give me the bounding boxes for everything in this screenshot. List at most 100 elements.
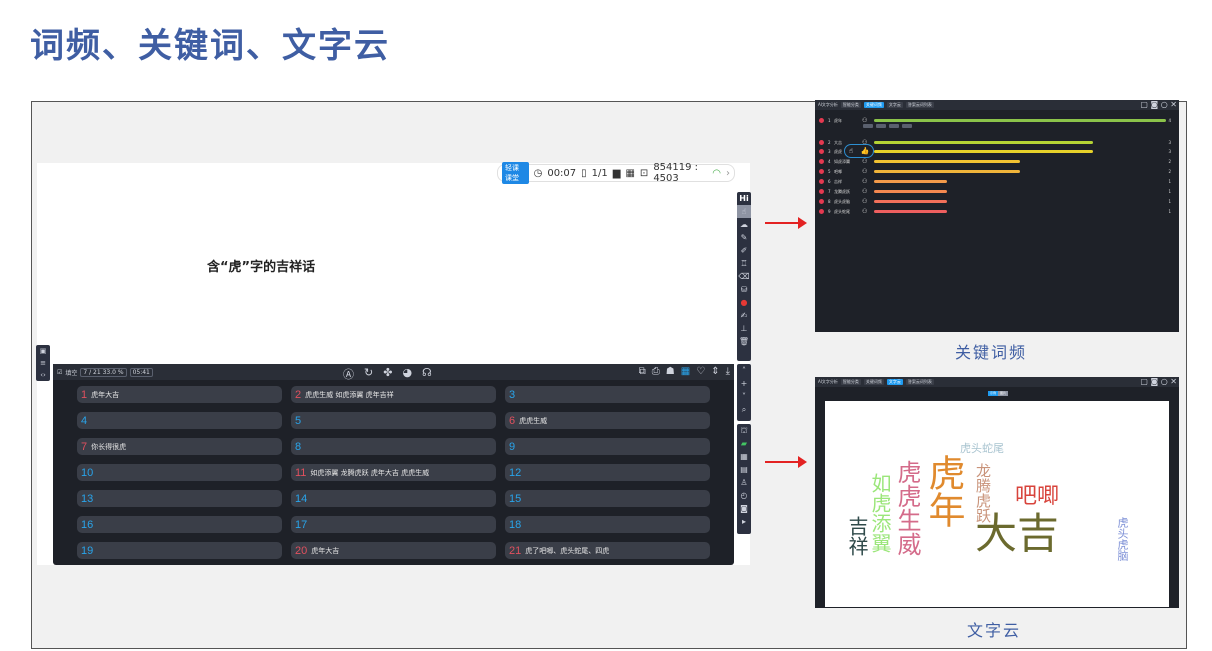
pointer-icon[interactable]: ☝ — [737, 205, 751, 218]
answer-cell[interactable]: 16 — [77, 516, 282, 533]
chevron-up-icon[interactable]: ˄ — [742, 366, 746, 375]
view-icon[interactable]: ⚇ — [862, 139, 868, 146]
row-hover-actions[interactable]: ☝ 👍 — [844, 144, 874, 158]
answer-cell[interactable]: 19 — [77, 542, 282, 559]
chevron-right-icon[interactable]: › — [726, 167, 730, 179]
trophy-icon[interactable]: ♖ — [740, 259, 748, 268]
grid-view-icon[interactable]: ▦ — [680, 366, 691, 377]
view-icon[interactable]: ⚇ — [862, 198, 868, 205]
copy-icon[interactable]: ⧉ — [638, 366, 646, 377]
share-icon[interactable]: ✤ — [383, 366, 393, 379]
document-icon[interactable]: ▤ — [740, 465, 748, 474]
hand-icon[interactable]: ☝ — [848, 147, 854, 155]
window-controls[interactable]: ▢ ◙ ○ ✕ — [1140, 100, 1177, 109]
resize-icon[interactable]: ⇕ — [711, 366, 720, 377]
refresh-icon[interactable]: ↻ — [364, 366, 374, 379]
answer-cell[interactable]: 5 — [291, 412, 496, 429]
hi-button[interactable]: Hi — [739, 194, 749, 203]
pen-icon[interactable]: ✎ — [740, 233, 748, 242]
play-icon[interactable]: ▸ — [741, 517, 746, 526]
view-icon[interactable]: ⚇ — [862, 168, 868, 175]
edit-icon[interactable]: ☑ — [57, 368, 63, 376]
keypad-icon[interactable]: ▦ — [740, 452, 748, 461]
qr-icon[interactable]: ▦ — [625, 167, 635, 179]
bucket-icon[interactable]: ⛁ — [740, 285, 748, 294]
eraser-icon[interactable]: ⌫ — [738, 272, 750, 281]
palette-icon[interactable]: ● — [740, 298, 748, 307]
toggle-option[interactable]: 图片 — [998, 391, 1009, 396]
trash-icon[interactable]: 🗑 — [738, 337, 750, 346]
remove-icon[interactable] — [819, 199, 824, 204]
remove-icon[interactable] — [819, 209, 824, 214]
chevron-down-icon[interactable]: ˅ — [742, 392, 746, 401]
answer-cell[interactable]: 17 — [291, 516, 496, 533]
code-icon[interactable]: ‹› — [40, 371, 46, 379]
pie-chart-icon[interactable]: ◕ — [402, 366, 413, 379]
thumbs-up-icon[interactable]: 👍 — [860, 147, 870, 155]
tab-answer-list[interactable]: 答案云词列表 — [905, 102, 934, 108]
users-icon[interactable]: ♙ — [740, 478, 748, 487]
answer-cell[interactable]: 4 — [77, 412, 282, 429]
timer-icon[interactable]: ◴ — [740, 491, 748, 500]
view-icon[interactable]: ⚇ — [862, 188, 868, 195]
group-icon[interactable]: ☗ — [665, 366, 675, 377]
camera-icon[interactable]: ◙ — [740, 504, 748, 513]
tab-wordcloud[interactable]: 文字云 — [886, 102, 903, 108]
answer-cell[interactable]: 18 — [505, 516, 710, 533]
remove-icon[interactable] — [819, 140, 824, 145]
laser-pen-icon[interactable]: ▰ — [740, 439, 748, 448]
wordcloud-toggle[interactable]: 示例 图片 — [988, 391, 1009, 396]
remove-icon[interactable] — [819, 149, 824, 154]
remove-icon[interactable] — [819, 189, 824, 194]
remove-icon[interactable] — [819, 179, 824, 184]
view-icon[interactable]: ⚇ — [862, 117, 868, 124]
list-icon[interactable]: ≡ — [40, 359, 46, 367]
stamp-icon[interactable]: ⊥ — [740, 324, 748, 333]
view-icon[interactable]: ⚇ — [862, 178, 868, 185]
screen-icon[interactable]: ▆ — [612, 167, 621, 179]
answer-cell[interactable]: 9 — [505, 438, 710, 455]
answer-cell[interactable]: 8 — [291, 438, 496, 455]
answer-cell[interactable]: 3 — [505, 386, 710, 403]
ai-analysis-icon[interactable]: Ⓐ — [343, 368, 354, 381]
answer-cell[interactable]: 13 — [77, 490, 282, 507]
lasso-icon[interactable]: ☁ — [740, 220, 748, 229]
remove-icon[interactable] — [819, 169, 824, 174]
toggle-option[interactable]: 示例 — [988, 391, 999, 396]
podium-icon[interactable]: ⛫ — [740, 426, 748, 435]
answer-cell[interactable]: 15 — [505, 490, 710, 507]
answer-cell[interactable]: 14 — [291, 490, 496, 507]
tab-wordcloud[interactable]: 文字云 — [886, 379, 903, 385]
tab-keyword-frequency[interactable]: 关键词频 — [863, 102, 884, 108]
view-icon[interactable]: ⚇ — [862, 158, 868, 165]
tab-classify[interactable]: 智能分类 — [840, 379, 861, 385]
tab-answer-list[interactable]: 答案云词列表 — [905, 379, 934, 385]
mode-badge[interactable]: 轻课课堂 — [502, 162, 529, 184]
remove-icon[interactable] — [819, 159, 824, 164]
marker-icon[interactable]: ✐ — [740, 246, 748, 255]
tab-classify[interactable]: 智能分类 — [840, 102, 861, 108]
answer-cell[interactable]: 12 — [505, 464, 710, 481]
folder-icon[interactable]: ▣ — [39, 347, 47, 355]
collapse-icon[interactable]: ⤓ — [725, 366, 730, 377]
view-icon[interactable]: ⚇ — [862, 208, 868, 215]
pin-icon[interactable]: ♡ — [696, 366, 706, 377]
answer-cell[interactable]: 10 — [77, 464, 282, 481]
export-icon[interactable]: ⎙ — [651, 366, 660, 377]
window-controls[interactable]: ▢ ◙ ○ ✕ — [1140, 377, 1177, 386]
